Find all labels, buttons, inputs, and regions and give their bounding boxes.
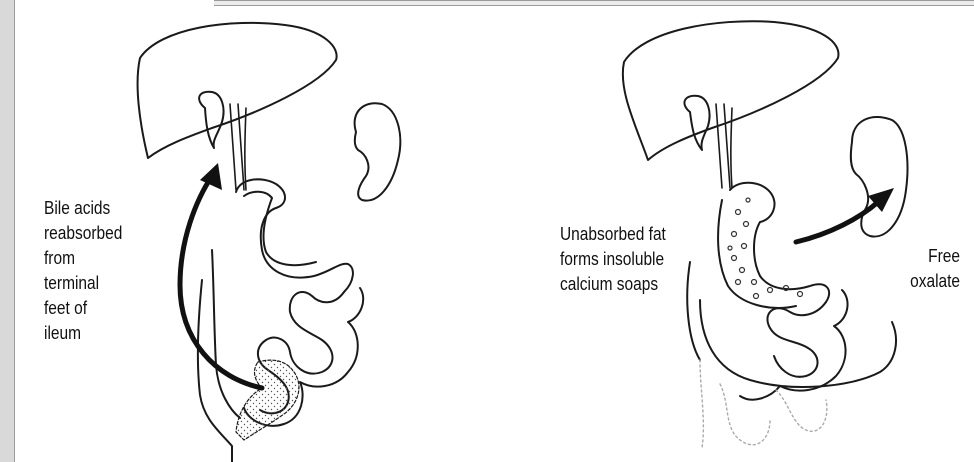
small-intestine-right [767, 302, 826, 377]
duodenum-left [236, 179, 353, 292]
kidney-left [355, 103, 401, 200]
left-anatomy-figure [138, 23, 401, 462]
duodenum-right [730, 183, 829, 302]
label-oxalate: oxalate [910, 269, 960, 294]
label-bile-acids-line1: Bile acids [44, 196, 110, 221]
liver-left [138, 23, 337, 158]
label-free: Free [928, 244, 960, 269]
label-bile-acids-line5: feet of [44, 296, 87, 321]
gallbladder-left [199, 92, 223, 148]
bile-duct-right [716, 104, 732, 188]
label-bile-acids-line3: from [44, 246, 75, 271]
label-bile-acids-line6: ileum [44, 321, 81, 346]
label-unabsorbed-fat-line2: forms insoluble [560, 247, 664, 272]
label-bile-acids-line2: reabsorbed [44, 221, 122, 246]
dotted-intestines-right [700, 360, 827, 448]
label-bile-acids-line4: terminal [44, 271, 99, 296]
colon-inner-left [212, 250, 240, 418]
terminal-ileum-left [236, 360, 299, 440]
duodenum-inner-left [244, 192, 316, 265]
bile-acid-return-arrow [180, 176, 262, 388]
colon-inner-right [687, 262, 700, 360]
calcium-soap-droplets [728, 198, 803, 299]
label-unabsorbed-fat-line1: Unabsorbed fat [560, 222, 666, 247]
gallbladder-right [684, 96, 709, 150]
duodenum-inner-right [718, 200, 796, 308]
label-unabsorbed-fat-line3: calcium soaps [560, 272, 658, 297]
